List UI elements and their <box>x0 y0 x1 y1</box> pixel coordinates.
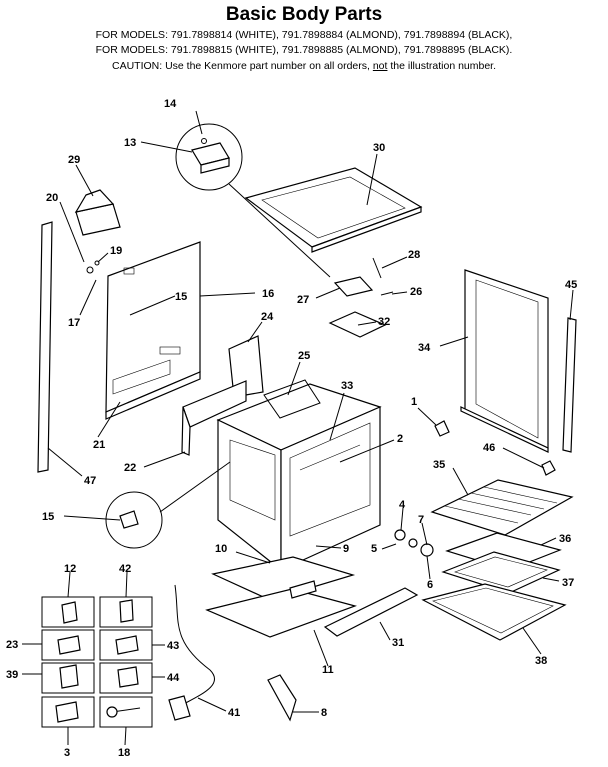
callout-2: 2 <box>397 433 403 445</box>
caution-suffix: the illustration number. <box>387 60 497 72</box>
callout-8: 8 <box>321 707 327 719</box>
part-30-cooktop <box>244 167 423 253</box>
callout-22: 22 <box>124 462 136 474</box>
part-38-storage-drawer <box>421 583 567 641</box>
callout-41: 41 <box>228 707 240 719</box>
part-24-bracket <box>228 335 264 398</box>
callout-15b: 15 <box>42 511 54 523</box>
parts-26-27-28-32 <box>328 257 394 338</box>
leader-lines <box>22 110 574 746</box>
callout-27: 27 <box>297 294 309 306</box>
caution-note: CAUTION: Use the Kenmore part number on … <box>0 60 608 72</box>
callout-10: 10 <box>215 543 227 555</box>
callout-16: 16 <box>262 288 274 300</box>
part-2-oven-body <box>216 379 382 572</box>
small-parts-grid <box>41 596 153 728</box>
callout-33: 33 <box>341 380 353 392</box>
callout-44: 44 <box>167 672 180 684</box>
caution-prefix: CAUTION: Use the Kenmore part number on … <box>111 60 373 72</box>
callout-42: 42 <box>119 563 131 575</box>
part-15-16-side-panel <box>86 241 201 420</box>
callout-32: 32 <box>378 316 390 328</box>
callout-11: 11 <box>322 664 334 676</box>
callout-35: 35 <box>433 459 445 471</box>
callout-7: 7 <box>418 514 424 526</box>
callout-38: 38 <box>535 655 547 667</box>
callout-12: 12 <box>64 563 76 575</box>
parts-1-46 <box>434 420 556 476</box>
callout-36: 36 <box>559 533 571 545</box>
callout-39: 39 <box>6 669 18 681</box>
parts-36-37-broiler <box>441 532 562 594</box>
callout-5: 5 <box>371 543 377 555</box>
part-31-kickplate <box>323 587 419 637</box>
callout-43: 43 <box>167 640 179 652</box>
callout-46: 46 <box>483 442 495 454</box>
part-47-trim-strip <box>37 221 53 473</box>
callout-17: 17 <box>68 317 80 329</box>
models-line-1: FOR MODELS: 791.7898814 (WHITE), 791.789… <box>95 29 513 41</box>
parts-4-5-6-7 <box>394 529 434 557</box>
callout-3: 3 <box>64 747 70 759</box>
callout-23: 23 <box>6 639 18 651</box>
callout-21: 21 <box>93 439 105 451</box>
callout-18: 18 <box>118 747 130 759</box>
callout-15a: 15 <box>175 291 187 303</box>
callout-14: 14 <box>164 98 177 110</box>
callout-26: 26 <box>410 286 422 298</box>
callout-24: 24 <box>261 311 274 323</box>
callout-45: 45 <box>565 279 577 291</box>
parts-10-11-base <box>205 556 357 638</box>
callout-9: 9 <box>343 543 349 555</box>
page-title: Basic Body Parts <box>225 4 383 25</box>
part-41-power-cord <box>168 584 216 721</box>
callout-1: 1 <box>411 396 417 408</box>
callout-4: 4 <box>399 499 406 511</box>
callout-20: 20 <box>46 192 58 204</box>
callout-29: 29 <box>68 154 80 166</box>
callout-28: 28 <box>408 249 420 261</box>
caution-emphasis: not <box>372 60 388 72</box>
detail-circle-13-14 <box>175 123 331 278</box>
part-35-oven-rack <box>430 479 574 536</box>
models-line-2: FOR MODELS: 791.7898815 (WHITE), 791.789… <box>95 44 513 56</box>
callout-34: 34 <box>418 342 431 354</box>
detail-circle-15 <box>105 461 231 549</box>
part-8-leveling-leg <box>267 674 297 722</box>
callout-6: 6 <box>427 579 433 591</box>
callout-25: 25 <box>298 350 310 362</box>
callout-30: 30 <box>373 142 385 154</box>
callout-31: 31 <box>392 637 404 649</box>
callout-19: 19 <box>110 245 122 257</box>
callout-47: 47 <box>84 475 96 487</box>
part-45-trim-strip <box>562 317 577 453</box>
callout-37: 37 <box>562 577 574 589</box>
callout-13: 13 <box>124 137 136 149</box>
part-29-bracket <box>74 189 121 236</box>
part-34-back-panel <box>460 269 549 453</box>
part-22-front-frame <box>181 380 247 456</box>
